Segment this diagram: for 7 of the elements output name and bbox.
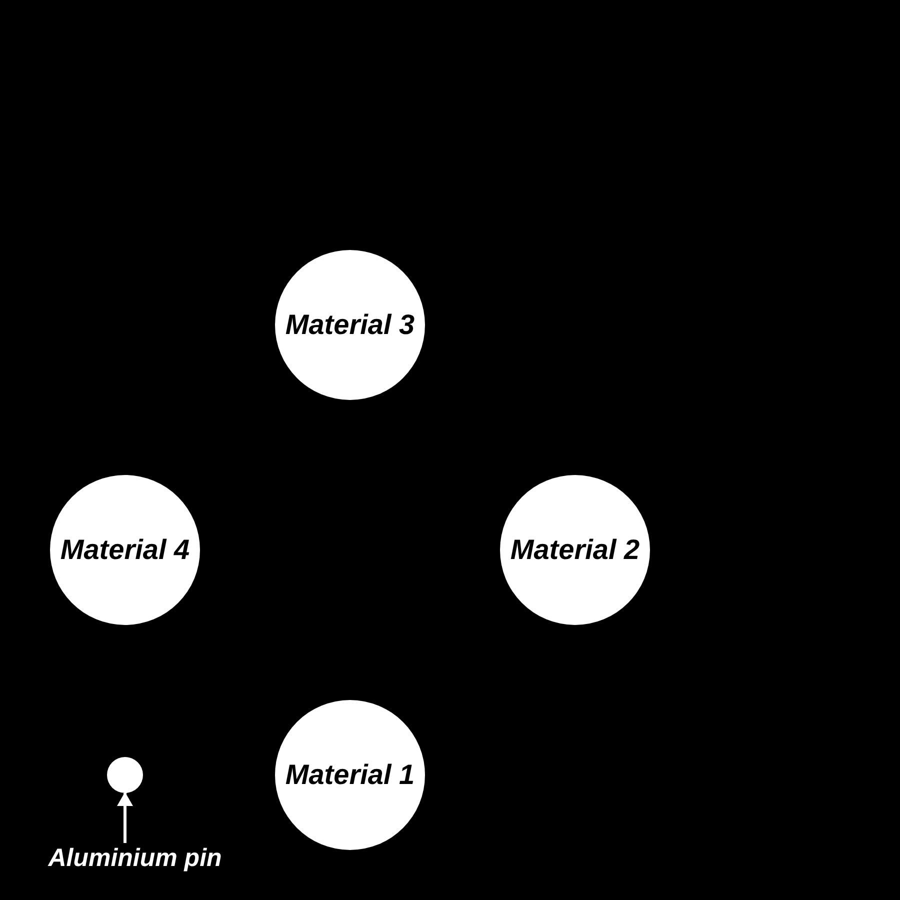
material-label: Material 4 <box>60 534 190 566</box>
pin-circle <box>107 757 143 793</box>
material-label: Material 1 <box>285 759 415 791</box>
part-label: Aluminium pin <box>30 843 240 873</box>
leader-arrow <box>117 792 133 843</box>
material-label: Material 2 <box>510 534 640 566</box>
material-label: Material 3 <box>285 309 415 341</box>
